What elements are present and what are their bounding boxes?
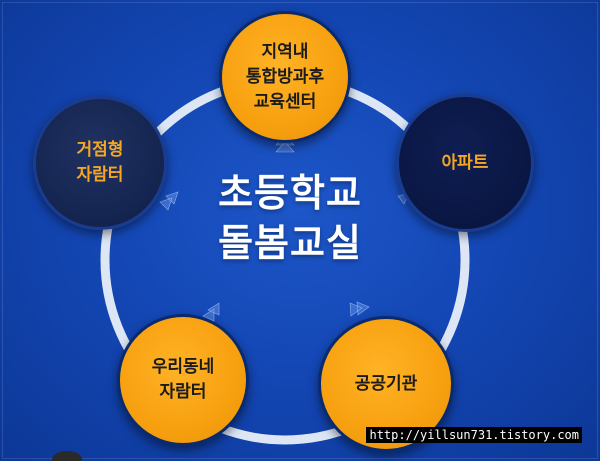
arrow-lower-right-icon	[349, 301, 370, 317]
node-apartment: 아파트	[396, 94, 534, 232]
node-label: 공공기관	[354, 373, 418, 394]
watermark-url: http://yillsun731.tistory.com	[366, 427, 582, 443]
node-label: 우리동네 자람터	[151, 357, 215, 402]
arrow-upper-left-icon	[159, 191, 179, 211]
center-title-line2: 돌봄교실	[218, 221, 362, 265]
node-neighborhood-place: 우리동네 자람터	[117, 314, 249, 446]
node-community-center: 지역내 통합방과후 교육센터	[219, 11, 351, 143]
node-hub-place: 거점형 자람터	[33, 96, 167, 230]
center-title: 초등학교 돌봄교실	[180, 168, 400, 268]
node-label: 거점형 자람터	[76, 140, 124, 185]
node-public-institution: 공공기관	[318, 316, 454, 452]
node-label: 지역내 통합방과후 교육센터	[245, 41, 325, 112]
node-label: 아파트	[441, 152, 489, 173]
corner-decoration	[52, 451, 82, 461]
center-title-line1: 초등학교	[218, 171, 362, 215]
